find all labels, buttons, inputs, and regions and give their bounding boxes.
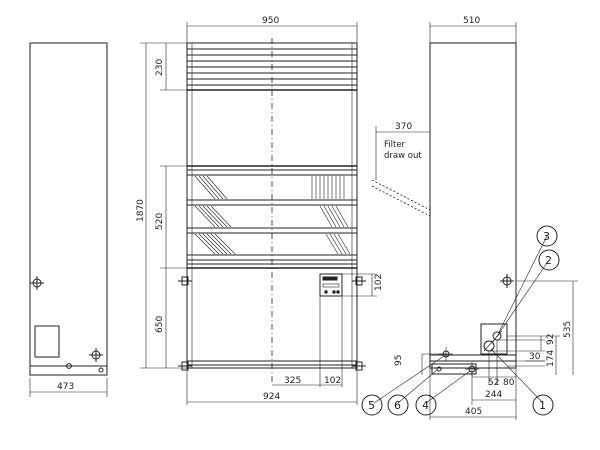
dim-front-width: 950 [262, 16, 279, 26]
dim-pipe-405: 405 [465, 407, 482, 417]
left-view-drain-port-2 [98, 367, 104, 373]
right-view-mount-mark [500, 274, 514, 288]
dim-pipe-30: 30 [529, 352, 541, 362]
grille-hatching-left [194, 175, 236, 255]
callout-2: 2 [538, 249, 560, 271]
dim-pipe-174: 174 [546, 350, 556, 367]
right-side-view: 510 370 Filter draw out [371, 16, 578, 420]
left-view-body [29, 42, 108, 367]
filter-label-line1: Filter [384, 140, 406, 150]
dim-pipe-244: 244 [485, 390, 502, 400]
dim-side-depth: 510 [463, 16, 480, 26]
front-bolt-left-mid [178, 276, 192, 286]
callout-3: 3 [536, 225, 558, 247]
callout-6: 6 [387, 394, 409, 416]
svg-text:4: 4 [422, 399, 429, 412]
svg-text:6: 6 [394, 399, 401, 412]
dim-pipe-535: 535 [563, 321, 573, 338]
dim-base-width: 924 [263, 392, 280, 402]
callout-5: 5 [361, 394, 383, 416]
callout-4: 4 [415, 394, 437, 416]
left-view-mount-mark-lower [89, 348, 103, 362]
dim-pipe-95: 95 [394, 355, 404, 366]
callout-1: 1 [532, 394, 554, 416]
svg-text:1: 1 [539, 399, 546, 412]
dim-filter-offset: 370 [395, 122, 412, 132]
left-view-access-panel [34, 325, 60, 358]
dim-lower-section: 650 [155, 316, 165, 333]
front-view: 102 325 102 924 950 1870 230 520 650 [136, 16, 384, 405]
dim-top-section: 230 [155, 59, 165, 76]
left-view-base [29, 365, 108, 376]
dim-controller-offset: 325 [284, 376, 301, 386]
front-bolt-right-bottom [352, 361, 366, 371]
filter-draw-out-arrow [371, 179, 431, 217]
grille-hatching-right [311, 176, 351, 255]
svg-text:5: 5 [368, 399, 375, 412]
svg-text:3: 3 [543, 230, 550, 243]
left-view-drain-port [66, 363, 72, 369]
left-side-view: 473 [29, 42, 108, 397]
controller-panel [319, 273, 343, 297]
dim-controller-height: 102 [374, 274, 384, 291]
dim-pipe-92: 92 [546, 334, 556, 345]
dim-controller-width: 102 [324, 376, 341, 386]
dim-473: 473 [57, 382, 74, 392]
dim-pipe-52: 52 [488, 378, 499, 388]
filter-label-line2: draw out [384, 151, 422, 161]
dim-middle-section: 520 [155, 213, 165, 230]
left-view-mount-mark-upper [30, 276, 44, 290]
dim-front-height: 1870 [136, 199, 146, 222]
svg-text:2: 2 [545, 254, 552, 267]
front-bolt-left-bottom [178, 361, 192, 371]
dim-pipe-80: 80 [503, 378, 515, 388]
pipe-connection-panel [480, 323, 508, 355]
front-bolt-right-mid [352, 276, 366, 286]
right-view-body [429, 42, 517, 369]
